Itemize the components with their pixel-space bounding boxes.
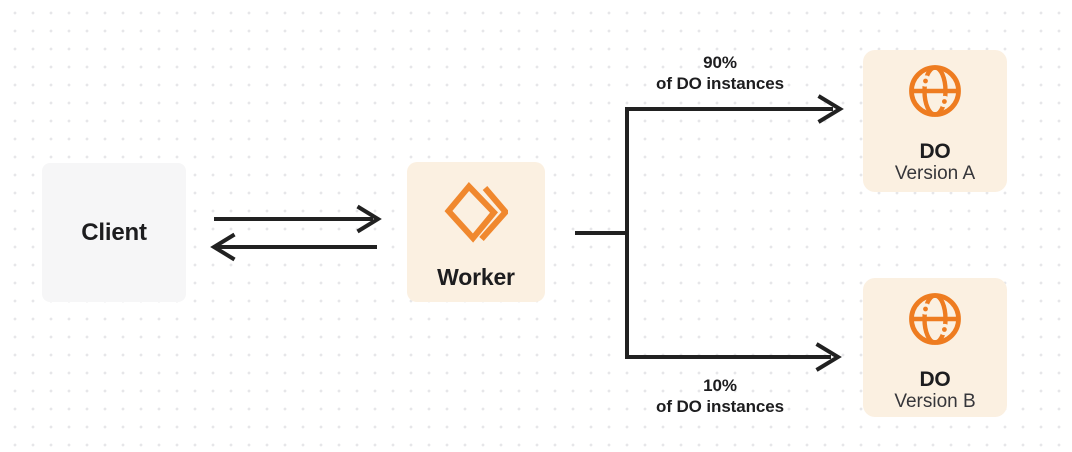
- arrow-worker-to-client-head-icon: [210, 232, 236, 262]
- do-a-subtitle: Version A: [894, 163, 976, 184]
- do-b-subtitle: Version B: [894, 391, 976, 412]
- arrow-split-bottom-head-icon: [815, 342, 842, 372]
- arrow-client-to-worker-head-icon: [356, 204, 382, 234]
- client-label: Client: [81, 218, 147, 246]
- arrow-split-top-head-icon: [817, 94, 844, 124]
- worker-label: Worker: [437, 264, 515, 290]
- do-version-b-node: DO Version B: [863, 278, 1007, 417]
- do-b-title: DO: [919, 368, 951, 391]
- worker-node: Worker: [407, 162, 545, 302]
- split-top-label: 90% of DO instances: [610, 52, 830, 94]
- split-bottom-caption: of DO instances: [656, 397, 784, 416]
- split-top-caption: of DO instances: [656, 74, 784, 93]
- do-a-title: DO: [919, 140, 951, 163]
- code-brackets-icon: [444, 182, 508, 243]
- client-node: Client: [42, 163, 186, 302]
- split-top-percent: 90%: [703, 53, 737, 72]
- split-bottom-label: 10% of DO instances: [610, 375, 830, 417]
- globe-icon: [909, 293, 961, 345]
- split-bottom-percent: 10%: [703, 376, 737, 395]
- do-version-a-node: DO Version A: [863, 50, 1007, 192]
- globe-icon: [909, 65, 961, 117]
